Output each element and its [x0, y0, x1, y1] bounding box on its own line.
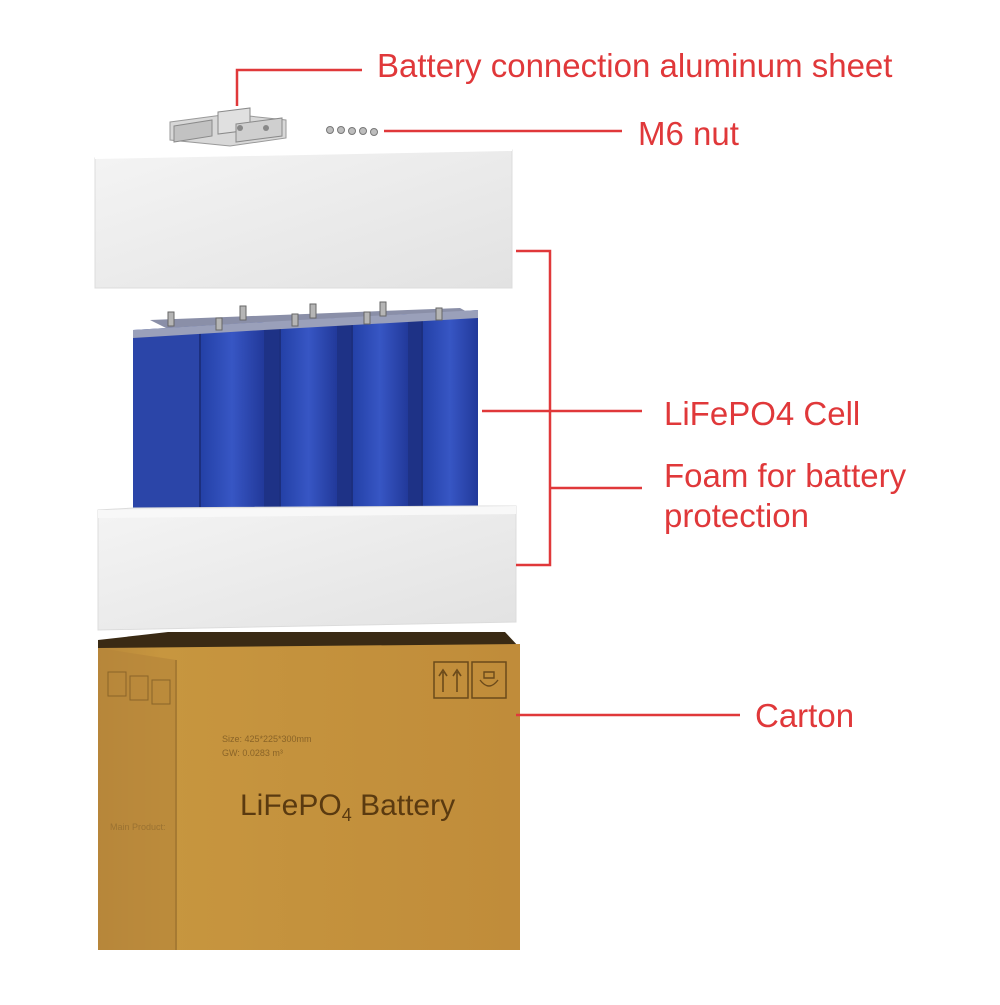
- side-icons: [107, 671, 171, 705]
- lifepo4-cell: [337, 314, 408, 518]
- lifepo4-cell: [408, 310, 478, 515]
- callout-lifepo4-cell: LiFePO4 Cell: [664, 395, 861, 432]
- top-foam-block: [94, 149, 513, 289]
- leader-lines: [235, 68, 740, 717]
- handle-with-care-icon: [471, 661, 507, 699]
- callout-aluminum-sheet: Battery connection aluminum sheet: [377, 47, 893, 84]
- leader-aluminum-sheet: [235, 68, 362, 106]
- callout-foam: Foam for battery protection: [664, 457, 907, 534]
- cell-terminals: [167, 301, 443, 331]
- lifepo4-cell: [133, 322, 264, 522]
- carton-brand-prefix: LiFePO: [240, 789, 342, 822]
- carton-brand-text: LiFePO4 Battery: [240, 789, 455, 825]
- carton-box: Size: 425*225*300mm GW: 0.0283 m³ Main P…: [98, 632, 520, 950]
- carton-size-line: Size: 425*225*300mm: [222, 734, 312, 744]
- lifepo4-cell: [264, 318, 337, 520]
- carton-brand-suffix: Battery: [352, 789, 455, 822]
- carton-gross-line: GW: 0.0283 m³: [222, 748, 283, 758]
- carton-product-line: Main Product:: [110, 822, 166, 832]
- aluminum-sheet-stack: [169, 107, 287, 147]
- callout-m6-nut: M6 nut: [638, 115, 739, 152]
- m6-nut-row: [326, 126, 378, 136]
- carton-brand-sub: 4: [342, 805, 352, 825]
- lifepo4-cell-pack: [133, 301, 478, 522]
- foam-bracket: [516, 249, 552, 567]
- this-way-up-icon: [433, 661, 469, 699]
- bottom-foam-block: [97, 505, 517, 631]
- callout-carton: Carton: [755, 697, 855, 734]
